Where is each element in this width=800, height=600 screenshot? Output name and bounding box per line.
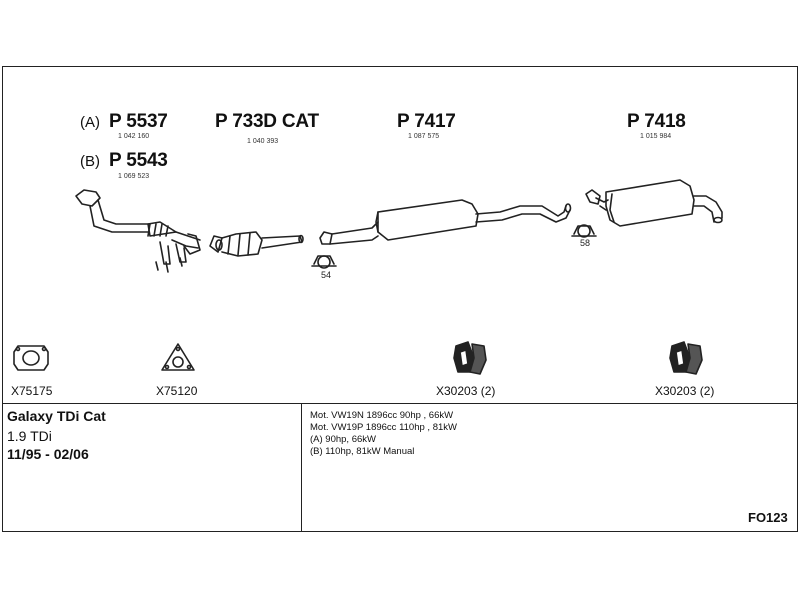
code-p7417: 1 087 575 bbox=[408, 133, 440, 140]
hardware-label-x75120: X75120 bbox=[156, 384, 198, 398]
spec-line: (B) 110hp, 81kW Manual bbox=[310, 446, 415, 457]
divider-horizontal bbox=[3, 403, 797, 404]
rubber-mount-1-icon[interactable] bbox=[453, 341, 487, 375]
clamp-58-label: 58 bbox=[580, 238, 591, 248]
part-p7418[interactable]: P 7418 bbox=[627, 111, 686, 132]
part-p5543[interactable]: P 5543 bbox=[109, 150, 168, 171]
engine-specs: Mot. VW19N 1896cc 90hp , 66kW Mot. VW19P… bbox=[310, 410, 457, 458]
vehicle-model: Galaxy TDi Cat bbox=[7, 408, 106, 424]
code-p7418: 1 015 984 bbox=[640, 133, 672, 140]
clamp-54[interactable] bbox=[311, 255, 337, 269]
code-p5537: 1 042 160 bbox=[118, 133, 150, 140]
clamp-58[interactable] bbox=[571, 224, 597, 238]
rear-silencer-part[interactable] bbox=[585, 179, 723, 227]
front-pipe-part[interactable] bbox=[75, 189, 201, 273]
gasket-x75175-icon[interactable] bbox=[13, 345, 49, 371]
vehicle-engine: 1.9 TDi bbox=[7, 428, 52, 444]
variant-a-label: (A) bbox=[80, 114, 100, 131]
variant-b-label: (B) bbox=[80, 153, 100, 170]
centre-silencer-part[interactable] bbox=[319, 199, 572, 245]
rubber-mount-2-icon[interactable] bbox=[669, 341, 703, 375]
divider-vertical bbox=[301, 403, 302, 531]
hardware-label-x30203-1: X30203 (2) bbox=[436, 384, 496, 398]
hardware-label-x75175: X75175 bbox=[11, 384, 53, 398]
part-p733d-cat[interactable]: P 733D CAT bbox=[215, 111, 319, 132]
catalytic-converter-part[interactable] bbox=[209, 231, 304, 257]
part-p7417[interactable]: P 7417 bbox=[397, 111, 456, 132]
code-p5543: 1 069 523 bbox=[118, 173, 150, 180]
part-p5537[interactable]: P 5537 bbox=[109, 111, 168, 132]
spec-line: Mot. VW19N 1896cc 90hp , 66kW bbox=[310, 410, 454, 421]
code-p733d-cat: 1 040 393 bbox=[247, 138, 279, 145]
hardware-label-x30203-2: X30203 (2) bbox=[655, 384, 715, 398]
gasket-x75120-icon[interactable] bbox=[161, 343, 195, 371]
diagram-reference: FO123 bbox=[748, 510, 788, 525]
spec-line: Mot. VW19P 1896cc 110hp , 81kW bbox=[310, 422, 457, 433]
clamp-54-label: 54 bbox=[321, 270, 332, 280]
diagram-frame bbox=[2, 66, 798, 532]
vehicle-years: 11/95 - 02/06 bbox=[7, 446, 89, 462]
spec-line: (A) 90hp, 66kW bbox=[310, 434, 376, 445]
